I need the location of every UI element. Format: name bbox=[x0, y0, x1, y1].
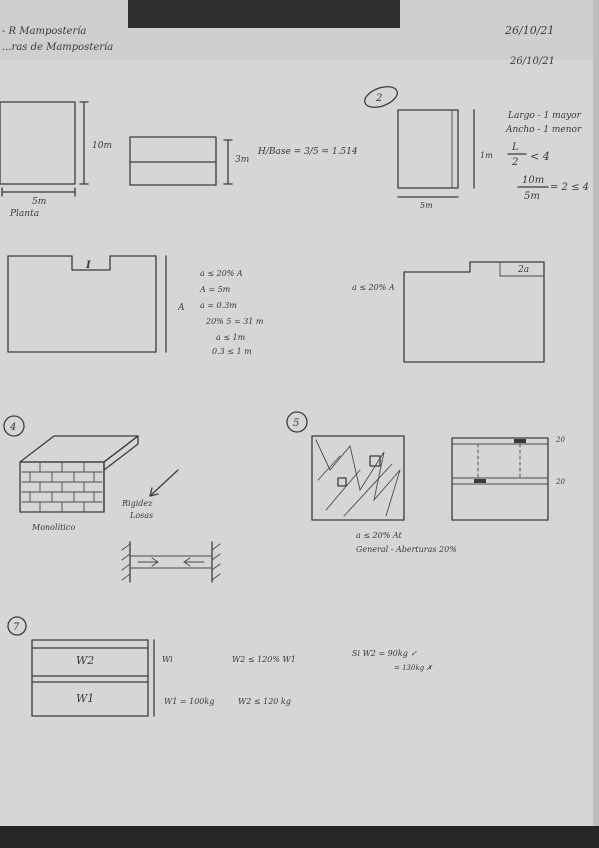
section-7-number: 7 bbox=[13, 622, 20, 633]
section-3-left: I A a ≤ 20% A A = 5m a = 0.3m 20% 5 = 31… bbox=[7, 255, 264, 356]
section-2-calc-result: = 2 ≤ 4 bbox=[550, 182, 589, 193]
section-5-number: 5 bbox=[293, 418, 299, 429]
two-story-box bbox=[31, 639, 149, 717]
section-2-calc-top: 10m bbox=[522, 175, 544, 186]
condition-1: W2 ≤ 120% W1 bbox=[232, 655, 296, 664]
section-5-scribble bbox=[315, 439, 401, 517]
section-7-number-circle bbox=[7, 616, 27, 636]
section-5-elevation bbox=[451, 437, 549, 521]
label-rigidez: Rigidez bbox=[121, 499, 153, 508]
tick-label-1: 20 bbox=[555, 436, 565, 444]
header-date-2: 26/10/21 bbox=[509, 56, 555, 67]
section-1-plan: 10m 5m Planta bbox=[0, 101, 112, 219]
section-2-ancho: Ancho - 1 menor bbox=[505, 125, 582, 135]
w1-value: W1 = 100kg bbox=[164, 697, 214, 706]
section-3-right: a ≤ 20% A 2a bbox=[352, 261, 545, 363]
condition-2: Si W2 = 90kg ✓ bbox=[352, 649, 417, 658]
label-3m: 3m bbox=[235, 155, 249, 165]
rigidez-arrow-line bbox=[149, 469, 179, 497]
header-title-2: ...ras de Mampostería bbox=[2, 42, 113, 53]
label-losas: Losas bbox=[129, 511, 153, 520]
section-2: 2 1m 5m Largo - 1 mayor Ancho - 1 menor … bbox=[364, 86, 589, 210]
section-2-calc-bottom: 5m bbox=[524, 191, 540, 202]
formula-line-3: a = 0.3m bbox=[200, 301, 237, 310]
label-planta: Planta bbox=[9, 209, 39, 219]
label-wi: Wi bbox=[162, 655, 173, 664]
section-4-number: 4 bbox=[9, 422, 16, 433]
binder-strip bbox=[128, 0, 400, 28]
section-1-elevation: 3m H/Base = 3/5 = 1.514 bbox=[129, 136, 358, 186]
section-2-frac-2: 2 bbox=[511, 157, 518, 168]
section-2-le4: < 4 bbox=[530, 150, 550, 163]
section-3-plan-step bbox=[403, 261, 545, 363]
section-5-general: General - Aberturas 20% bbox=[356, 545, 457, 554]
force-arrow-left bbox=[183, 557, 205, 567]
label-I: I bbox=[85, 260, 91, 271]
opening-mark-2 bbox=[474, 479, 486, 483]
tick-label-2: 20 bbox=[555, 478, 565, 486]
header-date-1: 26/10/21 bbox=[504, 24, 554, 37]
support-hatching bbox=[121, 543, 221, 581]
ratio-formula: H/Base = 3/5 = 1.514 bbox=[257, 147, 358, 157]
section-2-frac-l: L bbox=[511, 142, 519, 153]
section-2-label-1m: 1m bbox=[480, 151, 493, 160]
opening-square-2 bbox=[337, 477, 347, 487]
bottom-edge bbox=[0, 826, 599, 848]
formula-line-6: 0.3 ≤ 1 m bbox=[212, 347, 252, 356]
opening-mark-1 bbox=[514, 439, 526, 443]
section-5: 5 a ≤ 20% At General - Aberturas 20% 20 … bbox=[286, 411, 565, 554]
section-2-rectangle bbox=[397, 109, 459, 189]
formula-line-4: 20% 5 = 31 m bbox=[205, 317, 264, 326]
section-7: 7 W2 W1 Wi W2 ≤ 120% W1 Si W2 = 90kg ✓ =… bbox=[7, 616, 433, 717]
section-2-label-5m: 5m bbox=[420, 201, 433, 210]
section-2-largo: Largo - 1 mayor bbox=[507, 111, 582, 121]
plan-rectangle bbox=[0, 101, 76, 185]
rigidez-arrow-head bbox=[149, 487, 159, 497]
formula-line-1: a ≤ 20% A bbox=[200, 269, 243, 278]
section-5-scribble-2 bbox=[317, 455, 393, 517]
label-monolitico: Monolítico bbox=[31, 523, 75, 532]
header-title-1: - R Mampostería bbox=[2, 26, 86, 37]
right-edge-shade bbox=[593, 0, 599, 826]
section-3-plan-notch bbox=[7, 255, 157, 353]
label-10m: 10m bbox=[92, 141, 112, 151]
label-5m: 5m bbox=[32, 197, 46, 207]
section-4-number-circle bbox=[3, 415, 25, 437]
formula-line-2: A = 5m bbox=[199, 285, 231, 294]
section-5-panel bbox=[311, 435, 405, 521]
label-2a: 2a bbox=[517, 265, 529, 275]
section-2-number: 2 bbox=[375, 93, 382, 104]
label-w1: W1 bbox=[76, 692, 94, 705]
label-w2: W2 bbox=[76, 654, 94, 667]
condition-3: = 130kg ✗ bbox=[394, 664, 433, 672]
section-2-number-circle bbox=[364, 86, 398, 108]
force-arrow-right bbox=[137, 557, 159, 567]
section-5-number-circle bbox=[286, 411, 308, 433]
elevation-rectangle bbox=[129, 136, 217, 186]
brick-pattern bbox=[21, 461, 103, 513]
section-5-formula: a ≤ 20% At bbox=[356, 531, 403, 540]
label-A: A bbox=[177, 303, 185, 313]
right-formula: a ≤ 20% A bbox=[352, 283, 395, 292]
section-4: 4 Rigidez Losas Monolítico bbox=[3, 415, 221, 583]
formula-line-5: a ≤ 1m bbox=[216, 333, 246, 342]
w2-value: W2 ≤ 120 kg bbox=[238, 697, 291, 706]
opening-square-1 bbox=[369, 455, 381, 467]
